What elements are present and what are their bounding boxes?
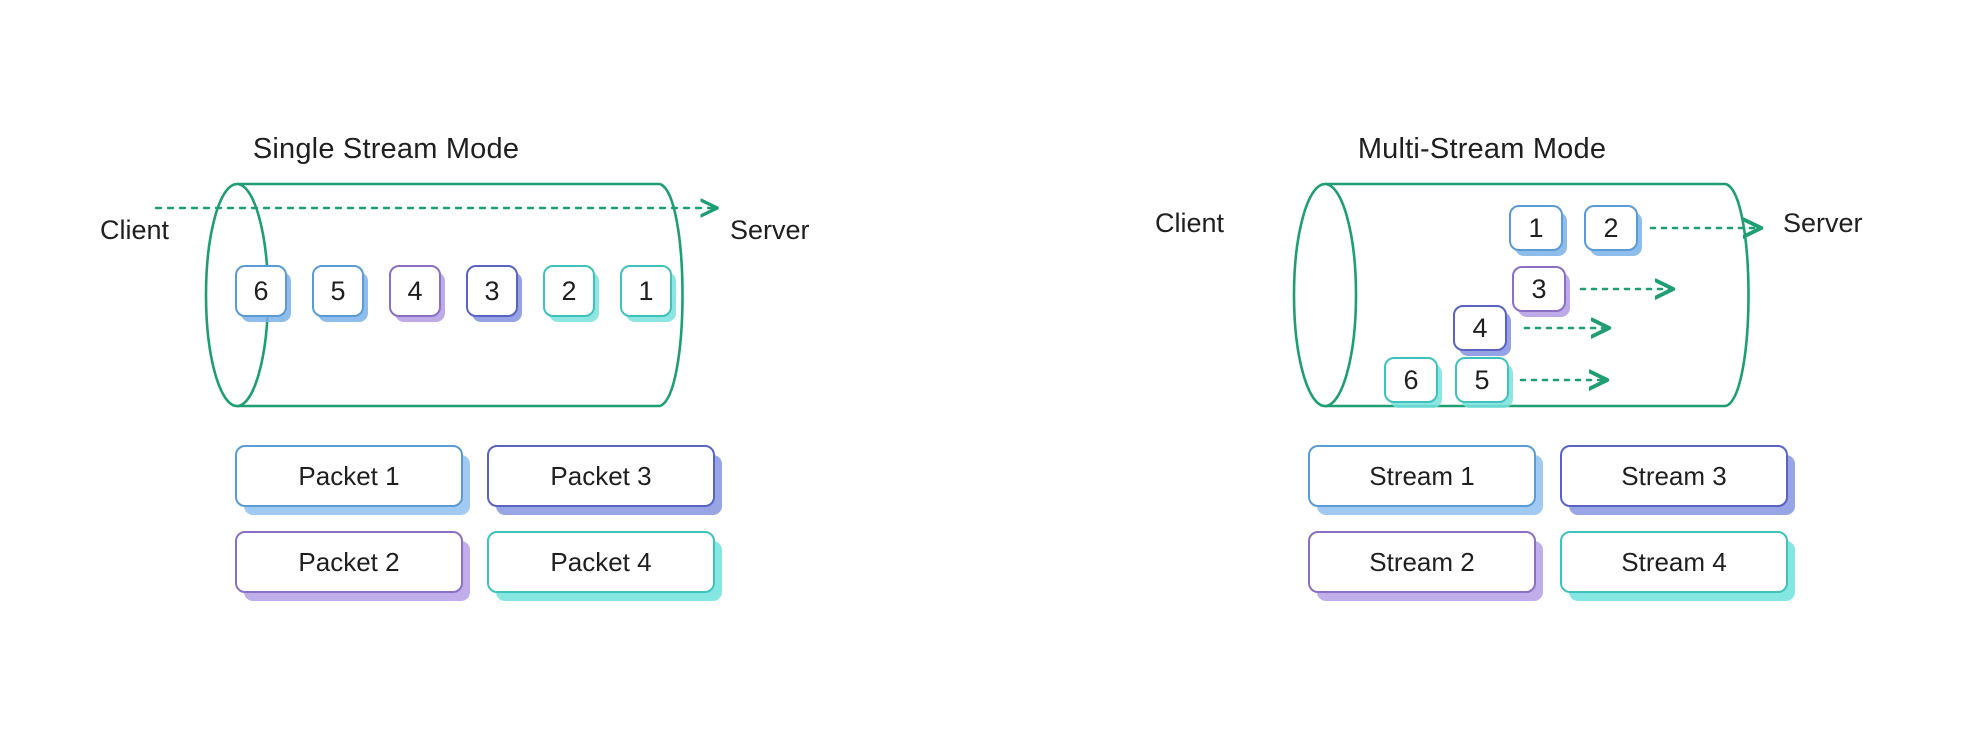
legend-stream-4[interactable]: Stream 4 [1560,531,1788,593]
packet-box-5-label: 5 [330,275,346,306]
legend-stream-4-label: Stream 4 [1621,546,1727,577]
stream-packet-box-4[interactable]: 4 [1453,305,1507,351]
single-flow-arrow [154,193,770,223]
stream-packet-box-5[interactable]: 5 [1455,357,1509,403]
packet-box-2-label: 2 [561,275,577,306]
stream-packet-box-2[interactable]: 2 [1584,205,1638,251]
legend-stream-1[interactable]: Stream 1 [1308,445,1536,507]
stream-packet-box-6-label: 6 [1403,364,1419,395]
single-stream-panel: Single Stream Mode Client Server 6 5 4 3… [100,133,810,593]
multi-stream-title: Multi-Stream Mode [1357,133,1607,165]
multi-stream-cylinder [1292,182,1750,408]
stream-packet-box-1[interactable]: 1 [1509,205,1563,251]
packet-box-1-label: 1 [638,275,654,306]
legend-stream-3[interactable]: Stream 3 [1560,445,1788,507]
legend-packet-3[interactable]: Packet 3 [487,445,715,507]
stream-arrow-row-4 [1519,367,1628,393]
stream-packet-box-4-label: 4 [1472,312,1488,343]
packet-box-4-label: 4 [407,275,423,306]
single-server-label: Server [730,215,810,245]
single-stream-cylinder [204,182,684,408]
legend-stream-1-label: Stream 1 [1369,460,1475,491]
packet-box-1[interactable]: 1 [620,265,672,317]
legend-packet-4[interactable]: Packet 4 [487,531,715,593]
multi-stream-panel: Multi-Stream Mode Client Server 1 2 3 4 … [988,0,1976,746]
single-client-label: Client [100,215,170,245]
packet-box-5[interactable]: 5 [312,265,364,317]
packet-box-2[interactable]: 2 [543,265,595,317]
legend-packet-1[interactable]: Packet 1 [235,445,463,507]
legend-packet-2-label: Packet 2 [298,546,400,577]
stream-packet-box-5-label: 5 [1474,364,1490,395]
legend-stream-2-label: Stream 2 [1369,546,1475,577]
packet-box-3[interactable]: 3 [466,265,518,317]
stream-packet-box-2-label: 2 [1603,212,1619,243]
single-stream-legend: Packet 1 Packet 3 Packet 2 Packet 4 [235,445,715,593]
packet-box-4[interactable]: 4 [389,265,441,317]
legend-stream-2[interactable]: Stream 2 [1308,531,1536,593]
stream-packet-box-3[interactable]: 3 [1512,266,1566,312]
multi-server-label: Server [1783,208,1863,238]
legend-stream-3-label: Stream 3 [1621,460,1727,491]
single-stream-title: Single Stream Mode [252,133,520,165]
stream-packet-box-1-label: 1 [1528,212,1544,243]
stream-packet-box-6[interactable]: 6 [1384,357,1438,403]
legend-packet-4-label: Packet 4 [550,546,652,577]
legend-packet-2[interactable]: Packet 2 [235,531,463,593]
legend-packet-3-label: Packet 3 [550,460,652,491]
packet-box-6-label: 6 [253,275,269,306]
stream-arrow-row-2 [1579,276,1688,302]
multi-stream-legend: Stream 1 Stream 3 Stream 2 Stream 4 [1308,445,1788,593]
stream-arrow-row-1 [1649,215,1778,241]
packet-box-6[interactable]: 6 [235,265,287,317]
stream-arrow-row-3 [1523,315,1632,341]
multi-client-label: Client [1155,208,1225,238]
stream-packet-box-3-label: 3 [1531,273,1547,304]
legend-packet-1-label: Packet 1 [298,460,400,491]
packet-box-3-label: 3 [484,275,500,306]
